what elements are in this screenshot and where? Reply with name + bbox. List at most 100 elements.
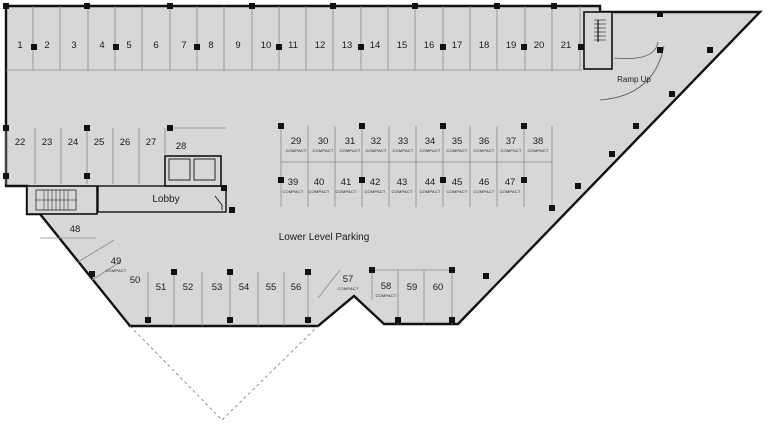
stall-number-20: 20 xyxy=(534,40,545,51)
stall-number-2: 2 xyxy=(44,40,49,51)
stall-number-16: 16 xyxy=(424,40,435,51)
compact-tag: COMPACT xyxy=(391,189,412,194)
column-marker xyxy=(249,3,255,9)
stall-number-39: 39 xyxy=(288,177,299,188)
stall-number-45: 45 xyxy=(452,177,463,188)
stall-number-22: 22 xyxy=(15,137,26,148)
compact-tag: COMPACT xyxy=(473,148,494,153)
lobby-label: Lobby xyxy=(152,194,179,205)
column-marker xyxy=(609,151,615,157)
stall-number-44: 44 xyxy=(425,177,436,188)
stall-number-60: 60 xyxy=(433,282,444,293)
column-marker xyxy=(278,123,284,129)
stall-number-55: 55 xyxy=(266,282,277,293)
column-marker xyxy=(395,317,401,323)
column-marker xyxy=(369,267,375,273)
level-title: Lower Level Parking xyxy=(279,232,370,243)
compact-tag: COMPACT xyxy=(375,293,396,298)
lobby-area: Lobby xyxy=(97,155,227,213)
stall-number-27: 27 xyxy=(146,137,157,148)
stall-number-53: 53 xyxy=(212,282,223,293)
column-marker xyxy=(412,3,418,9)
stall-number-51: 51 xyxy=(156,282,167,293)
stall-number-49: 49 xyxy=(111,256,122,267)
compact-tag: COMPACT xyxy=(364,189,385,194)
compact-tag: COMPACT xyxy=(335,189,356,194)
column-marker xyxy=(227,269,233,275)
column-marker xyxy=(3,173,9,179)
compact-tag: COMPACT xyxy=(308,189,329,194)
top-row-dividers xyxy=(32,6,581,70)
compact-tag: COMPACT xyxy=(282,189,303,194)
column-marker xyxy=(657,47,663,53)
stall-number-1: 1 xyxy=(17,40,22,51)
ramp-label: Ramp Up xyxy=(617,75,651,84)
column-marker xyxy=(84,125,90,131)
stall-number-54: 54 xyxy=(239,282,250,293)
stall-number-57: 57 xyxy=(343,274,354,285)
column-marker xyxy=(633,123,639,129)
stall-number-38: 38 xyxy=(533,136,544,147)
column-marker xyxy=(167,125,173,131)
column-marker xyxy=(278,177,284,183)
stall-number-40: 40 xyxy=(314,177,325,188)
stall-number-33: 33 xyxy=(398,136,409,147)
column-marker xyxy=(549,205,555,211)
floor-outline xyxy=(4,4,763,328)
stall-number-42: 42 xyxy=(370,177,381,188)
stall-number-28: 28 xyxy=(176,141,187,152)
stall-number-9: 9 xyxy=(235,40,240,51)
compact-tag: COMPACT xyxy=(473,189,494,194)
column-marker xyxy=(167,3,173,9)
stall-number-24: 24 xyxy=(68,137,79,148)
stall-number-31: 31 xyxy=(345,136,356,147)
column-marker xyxy=(657,11,663,17)
column-marker xyxy=(575,183,581,189)
stall-number-26: 26 xyxy=(120,137,131,148)
column-marker xyxy=(3,125,9,131)
stall-number-21: 21 xyxy=(561,40,572,51)
stall-number-10: 10 xyxy=(261,40,272,51)
stall-number-18: 18 xyxy=(479,40,490,51)
stall-number-52: 52 xyxy=(183,282,194,293)
column-marker xyxy=(221,185,227,191)
column-marker xyxy=(358,44,364,50)
stall-number-4: 4 xyxy=(99,40,104,51)
dashed-projection xyxy=(129,325,319,421)
column-marker xyxy=(359,177,365,183)
compact-tag: COMPACT xyxy=(339,148,360,153)
stall-number-14: 14 xyxy=(370,40,381,51)
stall-number-11: 11 xyxy=(288,40,298,51)
stall-number-56: 56 xyxy=(291,282,302,293)
stall-number-58: 58 xyxy=(381,281,392,292)
column-marker xyxy=(449,317,455,323)
column-marker xyxy=(227,317,233,323)
column-marker xyxy=(305,269,311,275)
column-marker xyxy=(3,3,9,9)
stall-number-7: 7 xyxy=(181,40,186,51)
column-marker xyxy=(521,177,527,183)
column-marker xyxy=(494,3,500,9)
stall-number-25: 25 xyxy=(94,137,105,148)
column-marker xyxy=(440,177,446,183)
compact-tag: COMPACT xyxy=(527,148,548,153)
compact-tag: COMPACT xyxy=(312,148,333,153)
column-marker xyxy=(305,317,311,323)
stall-number-12: 12 xyxy=(315,40,326,51)
compact-tag: COMPACT xyxy=(419,189,440,194)
stall-number-19: 19 xyxy=(506,40,517,51)
stall-number-29: 29 xyxy=(291,136,302,147)
left-stall-lines xyxy=(5,127,226,184)
compact-tag: COMPACT xyxy=(446,148,467,153)
stall-number-35: 35 xyxy=(452,136,463,147)
stairwell xyxy=(26,185,98,215)
column-marker xyxy=(449,267,455,273)
column-marker xyxy=(359,123,365,129)
column-marker xyxy=(578,44,584,50)
stall-number-17: 17 xyxy=(452,40,463,51)
stall-number-41: 41 xyxy=(341,177,352,188)
compact-tag: COMPACT xyxy=(419,148,440,153)
structural-columns xyxy=(3,3,713,323)
stall-number-50: 50 xyxy=(130,275,141,286)
